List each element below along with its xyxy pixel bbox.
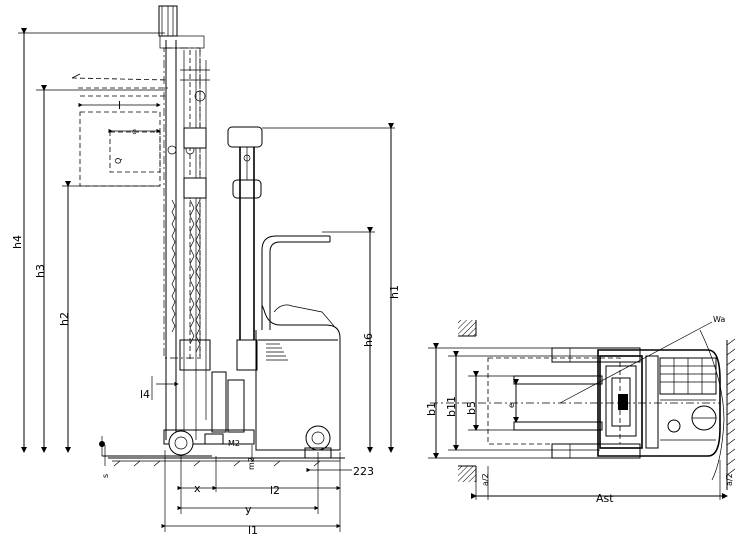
label-s: s [101, 474, 110, 478]
label-a2-left: a/2 [481, 473, 490, 486]
label-223: 223 [353, 465, 374, 478]
dim-h4: h4 [11, 28, 165, 453]
right-wall [726, 338, 736, 490]
top-view: Wa b1 b11 b5 e [425, 315, 736, 505]
label-l: l [118, 99, 121, 112]
support-arm: M2 [163, 429, 255, 456]
support-legs [551, 347, 641, 459]
dim-m2: m2 [247, 445, 256, 470]
label-b11: b11 [445, 396, 458, 417]
truck-body [255, 304, 341, 459]
label-Q: Q [114, 158, 123, 164]
wall-hatch-top-left [458, 320, 476, 336]
wall-hatch-bottom-left [458, 466, 476, 482]
dim-h1: h1 [262, 123, 401, 453]
raised-forks [71, 73, 169, 97]
label-c: c [132, 127, 136, 136]
label-l1: l1 [248, 524, 258, 537]
label-l2: l2 [270, 484, 280, 497]
label-m2: m2 [247, 457, 256, 470]
label-x: x [194, 482, 201, 495]
label-h3: h3 [34, 264, 47, 278]
label-h1: h1 [388, 285, 401, 299]
overhead-guard [227, 126, 263, 371]
operator-handle [261, 235, 331, 330]
dim-h3: h3 [34, 85, 165, 453]
chassis [597, 349, 721, 457]
dim-s: s [101, 445, 110, 478]
dim-h6: h6 [322, 227, 375, 453]
label-Wa: Wa [713, 315, 725, 324]
label-h4: h4 [11, 235, 24, 249]
label-h6: h6 [362, 333, 375, 347]
dim-a2-left: a/2 [475, 466, 490, 500]
label-Ast: Ast [596, 492, 614, 505]
turn-radius: Wa [559, 315, 725, 481]
label-a2-right: a/2 [725, 473, 734, 486]
label-l4: l4 [140, 388, 150, 401]
mast [158, 5, 245, 440]
dim-b1: b1 [425, 343, 556, 459]
svg-text:M2: M2 [228, 439, 240, 448]
side-view: h4 h3 h2 h1 h6 [11, 5, 401, 537]
ground-line [108, 457, 345, 467]
dim-b11: b11 [445, 351, 600, 451]
label-e: e [507, 403, 516, 408]
label-b5: b5 [465, 401, 478, 415]
label-y: y [245, 503, 252, 516]
dim-l4: l4 [140, 376, 179, 401]
dim-b5: b5 [465, 371, 514, 431]
lowered-forks [99, 436, 212, 457]
bottom-dimensions: x l2 y l1 [161, 450, 341, 537]
load-box: l c Q [78, 99, 161, 187]
label-b1: b1 [425, 402, 438, 416]
dim-Ast: Ast [471, 492, 728, 505]
dim-e: e [507, 379, 519, 423]
dim-h2: h2 [58, 181, 160, 453]
label-h2: h2 [58, 312, 71, 326]
dim-223: 223 [306, 465, 374, 478]
